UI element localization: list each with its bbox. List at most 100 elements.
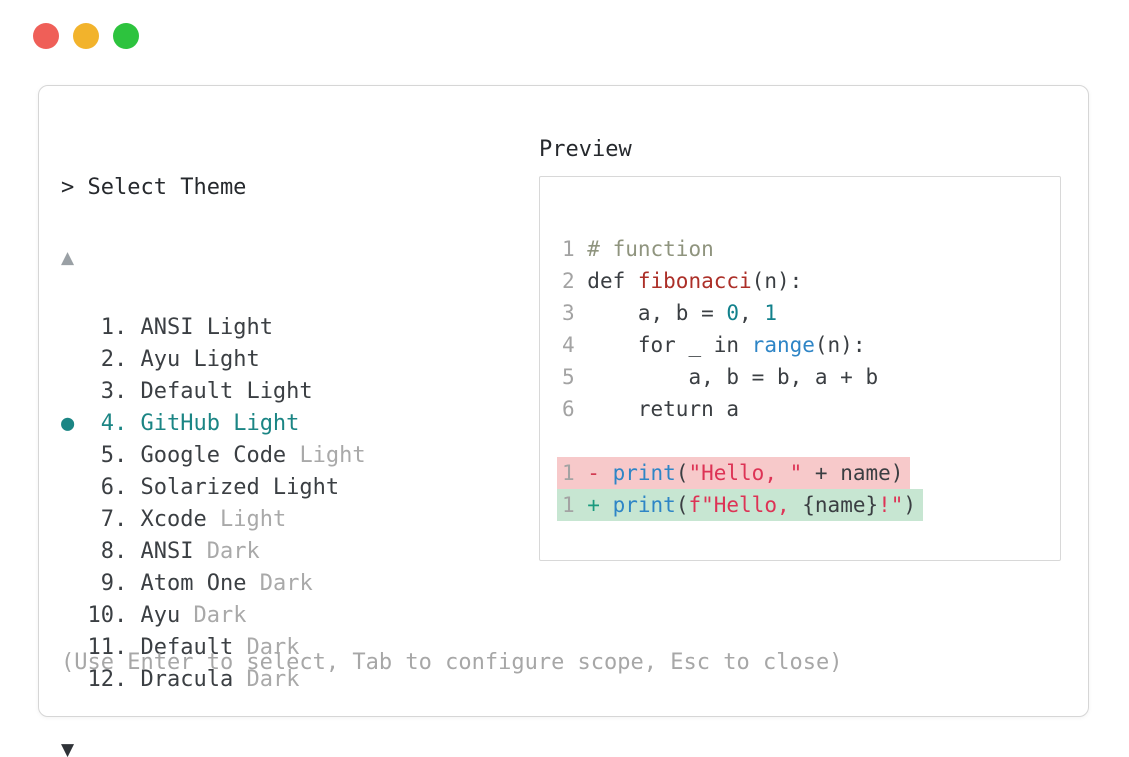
- theme-list-item-github-light[interactable]: ● 4. GitHub Light: [61, 408, 366, 440]
- picker-title: > Select Theme: [61, 175, 247, 200]
- code-token-number: 0: [726, 301, 740, 325]
- theme-item-number: 3.: [87, 379, 141, 404]
- theme-item-label: Google Code: [140, 443, 300, 468]
- theme-item-label: Light: [219, 507, 287, 532]
- zoom-window-button[interactable]: [113, 23, 139, 49]
- theme-item-number: 2.: [87, 347, 141, 372]
- theme-item-label: Dark: [259, 571, 313, 596]
- theme-item-label: Ayu: [140, 603, 194, 628]
- bullet-spacer: [61, 379, 88, 404]
- theme-list-item-ansi-dark[interactable]: 8. ANSI Dark: [61, 536, 366, 568]
- code-line: 2 def fibonacci(n):: [562, 265, 1046, 297]
- bullet-spacer: [61, 603, 88, 628]
- scroll-down-icon[interactable]: ▼: [61, 740, 75, 757]
- code-token-plain: return a: [587, 397, 740, 421]
- code-token-del-sign: -: [587, 461, 613, 485]
- theme-item-number: 10.: [87, 603, 141, 628]
- theme-picker-dialog: > Select Theme ▲ 1. ANSI Light 2. Ayu Li…: [38, 85, 1089, 757]
- theme-list: 1. ANSI Light 2. Ayu Light 3. Default Li…: [61, 312, 366, 696]
- theme-item-label: Dark: [206, 539, 260, 564]
- theme-item-label: Dark: [246, 635, 300, 660]
- theme-item-label: Ayu Light: [140, 347, 260, 372]
- theme-item-number: 12.: [87, 667, 141, 692]
- theme-item-number: 6.: [87, 475, 141, 500]
- theme-list-item-dracula-dark[interactable]: 12. Dracula Dark: [61, 664, 366, 696]
- theme-list-item-ayu-dark[interactable]: 10. Ayu Dark: [61, 600, 366, 632]
- bullet-spacer: [61, 571, 88, 596]
- code-token-plain: a, b =: [587, 301, 727, 325]
- code-token-function: fibonacci: [637, 269, 752, 293]
- theme-list-item-default-light[interactable]: 3. Default Light: [61, 376, 366, 408]
- line-number: 4: [562, 333, 588, 357]
- theme-item-label: Dracula: [140, 667, 247, 692]
- code-token-call: print: [612, 493, 676, 517]
- theme-item-label: ANSI Light: [140, 315, 273, 340]
- selected-bullet-icon: ●: [61, 411, 88, 436]
- code-token-plain: (: [675, 461, 689, 485]
- theme-item-number: 7.: [87, 507, 141, 532]
- theme-list-item-google-code-light[interactable]: 5. Google Code Light: [61, 440, 366, 472]
- theme-item-label: Atom One: [140, 571, 260, 596]
- preview-title: Preview: [539, 137, 632, 162]
- code-token-plain: + name): [802, 461, 904, 485]
- line-number: 1: [562, 493, 588, 517]
- bullet-spacer: [61, 475, 88, 500]
- code-token-plain: ,: [739, 301, 765, 325]
- code-token-string: f"Hello,: [688, 493, 803, 517]
- code-token-add-sign: +: [587, 493, 613, 517]
- code-token-plain: (n):: [751, 269, 803, 293]
- window-controls: [33, 23, 139, 49]
- bullet-spacer: [61, 539, 88, 564]
- scroll-up-icon[interactable]: ▲: [61, 248, 75, 268]
- code-line: 6 return a: [562, 393, 1046, 425]
- theme-item-number: 4.: [87, 411, 141, 436]
- code-token-plain: def: [587, 269, 638, 293]
- code-token-string: "Hello, ": [688, 461, 803, 485]
- line-number: 5: [562, 365, 588, 389]
- theme-item-label: Default: [140, 635, 247, 660]
- theme-list-column: > Select Theme ▲ 1. ANSI Light 2. Ayu Li…: [61, 134, 366, 757]
- theme-item-number: 11.: [87, 635, 141, 660]
- theme-item-label: Dark: [246, 667, 300, 692]
- line-number: 1: [562, 237, 588, 261]
- theme-item-number: 8.: [87, 539, 141, 564]
- theme-item-label: Light: [299, 443, 366, 468]
- theme-list-item-xcode-light[interactable]: 7. Xcode Light: [61, 504, 366, 536]
- keyboard-hint: (Use Enter to select, Tab to configure s…: [61, 650, 843, 675]
- theme-list-item-solarized-light[interactable]: 6. Solarized Light: [61, 472, 366, 504]
- code-token-string: !": [878, 493, 904, 517]
- theme-item-label: Default Light: [140, 379, 313, 404]
- bullet-spacer: [61, 507, 88, 532]
- line-number: 3: [562, 301, 588, 325]
- code-token-plain: (: [675, 493, 689, 517]
- theme-list-item-ayu-light[interactable]: 2. Ayu Light: [61, 344, 366, 376]
- code-blank-line: [562, 425, 1046, 457]
- theme-item-label: GitHub Light: [140, 411, 300, 436]
- line-number: 1: [562, 461, 588, 485]
- theme-item-number: 5.: [87, 443, 141, 468]
- code-token-comment: # function: [587, 237, 714, 261]
- code-line: 4 for _ in range(n):: [562, 329, 1046, 361]
- bullet-spacer: [61, 347, 88, 372]
- minimize-window-button[interactable]: [73, 23, 99, 49]
- theme-list-item-ansi-light[interactable]: 1. ANSI Light: [61, 312, 366, 344]
- diff-sample: 1 - print("Hello, " + name)1 + print(f"H…: [557, 457, 1046, 521]
- line-number: 2: [562, 269, 588, 293]
- theme-item-number: 1.: [87, 315, 141, 340]
- close-window-button[interactable]: [33, 23, 59, 49]
- code-token-plain: ): [903, 493, 917, 517]
- code-token-plain: (n):: [814, 333, 866, 357]
- theme-item-label: Xcode: [140, 507, 220, 532]
- diff-line-removed: 1 - print("Hello, " + name): [557, 457, 1046, 489]
- theme-list-item-atom-one-dark[interactable]: 9. Atom One Dark: [61, 568, 366, 600]
- theme-item-number: 9.: [87, 571, 141, 596]
- code-token-plain: for _ in: [587, 333, 752, 357]
- code-line: 1 # function: [562, 233, 1046, 265]
- theme-item-label: Solarized Light: [140, 475, 340, 500]
- diff-line-added: 1 + print(f"Hello, {name}!"): [557, 489, 1046, 521]
- theme-list-item-default-dark[interactable]: 11. Default Dark: [61, 632, 366, 664]
- line-number: 6: [562, 397, 588, 421]
